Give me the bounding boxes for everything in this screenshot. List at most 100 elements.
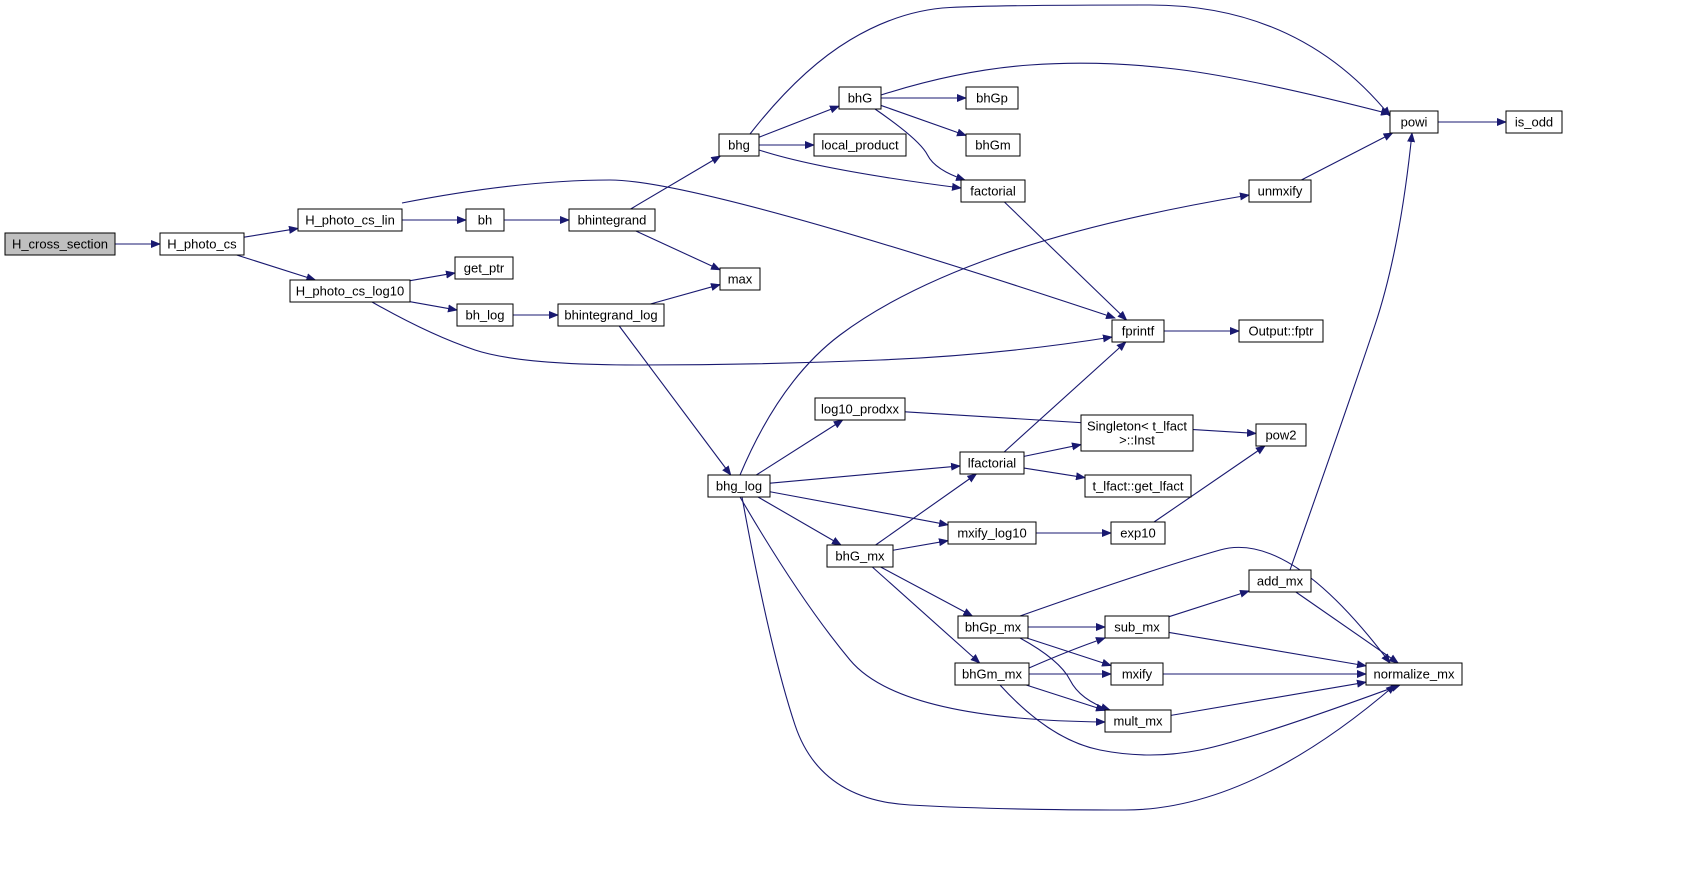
node-box	[718, 133, 760, 157]
edge-H_photo_cs_log10-to-bh_log	[409, 301, 458, 313]
node-Singleton_Inst[interactable]: Singleton< t_lfact>::Inst	[1080, 414, 1194, 452]
edge-bhGm_mx-to-sub_mx	[1028, 637, 1106, 669]
node-label: fprintf	[1122, 324, 1155, 339]
edge-add_mx-to-normalize_mx	[1295, 591, 1399, 664]
node-normalize_mx[interactable]: normalize_mx	[1365, 662, 1463, 686]
node-bhG_mx[interactable]: bhG_mx	[826, 544, 894, 568]
node-H_photo_cs_lin[interactable]: H_photo_cs_lin	[297, 208, 403, 232]
node-box	[159, 232, 245, 256]
node-is_odd[interactable]: is_odd	[1505, 110, 1563, 134]
node-box	[957, 615, 1029, 639]
node-bhGm[interactable]: bhGm	[965, 133, 1021, 157]
node-box	[814, 397, 906, 421]
edge-bhG_mx-to-bhGm_mx	[871, 566, 981, 664]
node-label: bh	[478, 213, 492, 228]
node-mxify[interactable]: mxify	[1110, 662, 1164, 686]
node-label: log10_prodxx	[821, 402, 900, 417]
node-label: lfactorial	[968, 456, 1017, 471]
node-pow2[interactable]: pow2	[1255, 423, 1307, 447]
node-label: bhintegrand_log	[564, 308, 657, 323]
node-box	[465, 208, 505, 232]
node-label: sub_mx	[1114, 620, 1160, 635]
node-sub_mx[interactable]: sub_mx	[1104, 615, 1170, 639]
node-max[interactable]: max	[719, 267, 761, 291]
node-bhg[interactable]: bhg	[718, 133, 760, 157]
node-label: bhGm	[975, 138, 1010, 153]
node-fprintf[interactable]: fprintf	[1111, 319, 1165, 343]
node-label: H_photo_cs	[167, 237, 237, 252]
node-label: mxify_log10	[957, 526, 1026, 541]
edge-H_photo_cs_log10-to-fprintf	[371, 301, 1113, 366]
edge-bhG-to-bhGm	[880, 104, 967, 137]
edge-bhG-to-powi	[880, 62, 1391, 116]
node-label: powi	[1401, 115, 1428, 130]
node-box	[965, 133, 1021, 157]
node-bhGm_mx[interactable]: bhGm_mx	[954, 662, 1030, 686]
edge-mult_mx-to-normalize_mx	[1170, 679, 1367, 716]
node-box	[965, 86, 1019, 110]
node-bhintegrand_log[interactable]: bhintegrand_log	[557, 303, 665, 327]
node-label: exp10	[1120, 526, 1155, 541]
node-log10_prodxx[interactable]: log10_prodxx	[814, 397, 906, 421]
edge-bhg_log-to-mult_mx	[739, 496, 1106, 726]
node-local_product[interactable]: local_product	[813, 133, 907, 157]
node-label: >::Inst	[1119, 433, 1155, 448]
node-box	[1110, 521, 1166, 545]
edge-H_photo_cs_log10-to-get_ptr	[409, 270, 456, 282]
edge-unmxify-to-powi	[1301, 132, 1394, 181]
edge-sub_mx-to-normalize_mx	[1168, 631, 1367, 669]
node-H_cross_section[interactable]: H_cross_section	[4, 232, 116, 256]
node-H_photo_cs[interactable]: H_photo_cs	[159, 232, 245, 256]
node-bh[interactable]: bh	[465, 208, 505, 232]
node-add_mx[interactable]: add_mx	[1248, 569, 1312, 593]
node-mult_mx[interactable]: mult_mx	[1104, 709, 1172, 733]
node-box	[4, 232, 116, 256]
node-mxify_log10[interactable]: mxify_log10	[947, 521, 1037, 545]
node-label: pow2	[1265, 428, 1296, 443]
node-box	[456, 303, 514, 327]
node-lfactorial[interactable]: lfactorial	[959, 451, 1025, 475]
node-exp10[interactable]: exp10	[1110, 521, 1166, 545]
node-t_lfact_get_lfact[interactable]: t_lfact::get_lfact	[1084, 474, 1192, 498]
node-box	[947, 521, 1037, 545]
edge-add_mx-to-powi	[1289, 132, 1416, 571]
edge-bhg_log-to-log10_prodxx	[755, 419, 844, 476]
node-unmxify[interactable]: unmxify	[1248, 179, 1312, 203]
edge-lfactorial-to-Singleton_Inst	[1023, 442, 1082, 457]
node-box	[1111, 319, 1165, 343]
edge-H_photo_cs-to-H_photo_cs_log10	[236, 254, 317, 282]
node-label: unmxify	[1258, 184, 1303, 199]
node-H_photo_cs_log10[interactable]: H_photo_cs_log10	[289, 279, 411, 303]
edge-bhG_mx-to-lfactorial	[875, 473, 978, 546]
node-bhG[interactable]: bhG	[838, 86, 882, 110]
node-label: H_cross_section	[12, 237, 108, 252]
node-label: t_lfact::get_lfact	[1092, 479, 1183, 494]
node-box	[707, 474, 771, 498]
node-bhGp[interactable]: bhGp	[965, 86, 1019, 110]
node-label: H_photo_cs_lin	[305, 213, 395, 228]
node-bhg_log[interactable]: bhg_log	[707, 474, 771, 498]
edge-bhGp_mx-to-normalize_mx	[1019, 546, 1391, 664]
edges-layer	[115, 4, 1507, 811]
node-bhintegrand[interactable]: bhintegrand	[568, 208, 656, 232]
node-label: bhintegrand	[578, 213, 647, 228]
node-label: bhG_mx	[835, 549, 885, 564]
node-label: bh_log	[465, 308, 504, 323]
node-Output_fptr[interactable]: Output::fptr	[1238, 319, 1324, 343]
edge-exp10-to-pow2	[1153, 445, 1266, 523]
node-powi[interactable]: powi	[1389, 110, 1439, 134]
edge-bhg_log-to-mxify_log10	[769, 491, 949, 528]
node-box	[289, 279, 411, 303]
node-factorial[interactable]: factorial	[960, 179, 1026, 203]
edge-bhg_log-to-lfactorial	[769, 462, 961, 484]
node-bh_log[interactable]: bh_log	[456, 303, 514, 327]
node-label: mxify	[1122, 667, 1153, 682]
edge-bhintegrand_log-to-max	[650, 283, 721, 305]
node-get_ptr[interactable]: get_ptr	[454, 256, 514, 280]
node-label: mult_mx	[1113, 714, 1163, 729]
edge-H_photo_cs_lin-to-fprintf	[401, 179, 1116, 319]
node-label: normalize_mx	[1374, 667, 1455, 682]
node-bhGp_mx[interactable]: bhGp_mx	[957, 615, 1029, 639]
node-label: max	[728, 272, 753, 287]
